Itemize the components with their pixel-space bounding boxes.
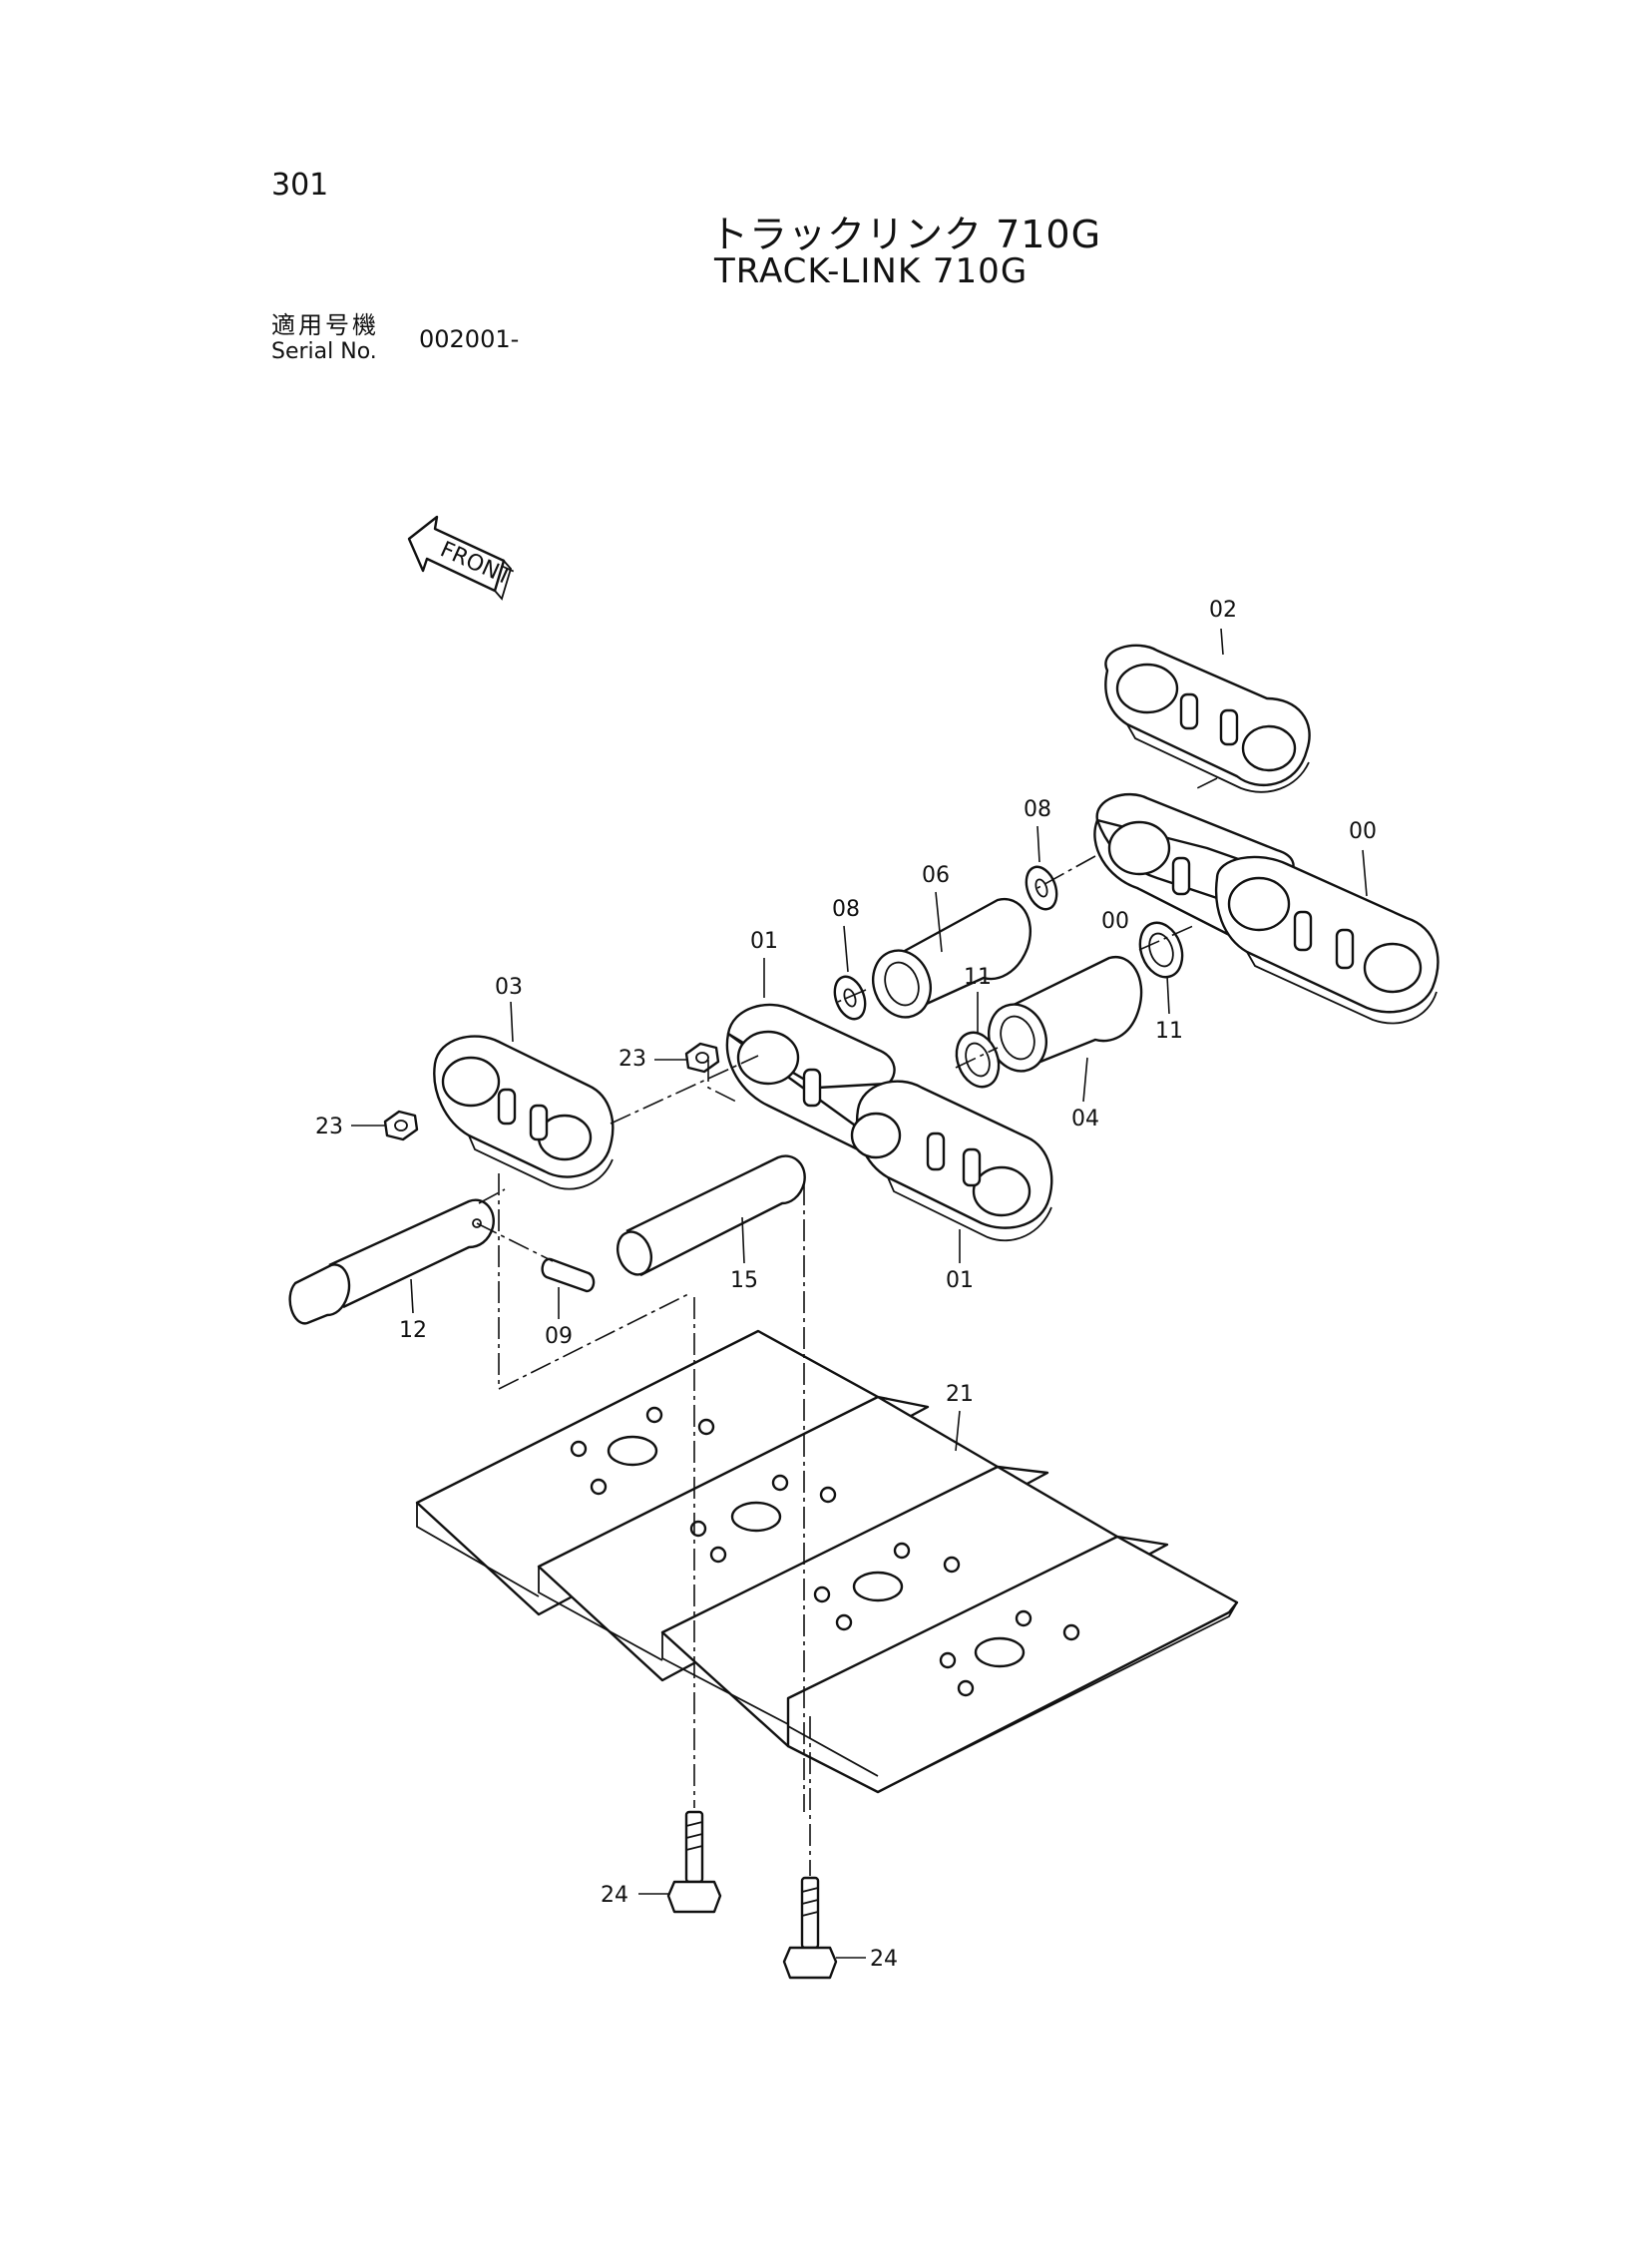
bolt-24-right (782, 1876, 838, 1980)
callout-01-top: 01 (750, 929, 778, 954)
front-arrow-icon: FRONT (407, 515, 516, 601)
track-link-03 (433, 1035, 615, 1190)
callout-02: 02 (1209, 598, 1237, 623)
track-link-02 (1104, 644, 1311, 793)
pin-15 (616, 1154, 806, 1277)
callout-23-left: 23 (315, 1115, 343, 1139)
diagram-title-english: TRACK-LINK 710G (714, 251, 1029, 291)
callout-06: 06 (922, 863, 950, 888)
callout-21: 21 (946, 1382, 974, 1407)
callout-09: 09 (545, 1324, 573, 1349)
diagram-title-japanese: トラックリンク 710G (710, 213, 1102, 256)
callout-24-right: 24 (870, 1947, 898, 1972)
callout-03: 03 (495, 975, 523, 1000)
callout-24-left: 24 (601, 1883, 628, 1908)
callout-11-right: 11 (1155, 1019, 1183, 1044)
callout-23-mid: 23 (619, 1047, 646, 1072)
serial-label-japanese: 適用号機 (271, 311, 379, 339)
callout-00-right: 00 (1349, 819, 1377, 844)
callout-12: 12 (399, 1318, 427, 1343)
callout-08-lower: 08 (832, 897, 860, 922)
bushing-06 (872, 897, 1032, 1019)
serial-label-english: Serial No. (271, 339, 377, 364)
washer-08-upper (1025, 865, 1058, 911)
seal-11-right (1138, 921, 1184, 979)
callout-04: 04 (1071, 1107, 1099, 1132)
callout-11-left: 11 (964, 965, 992, 990)
nut-23-left (383, 1110, 419, 1141)
callout-08-upper: 08 (1024, 797, 1051, 822)
bushing-04 (988, 955, 1143, 1073)
callout-00-mid: 00 (1101, 909, 1129, 934)
bolt-24-left (666, 1810, 722, 1914)
washer-08-lower (833, 975, 867, 1021)
callout-15: 15 (730, 1268, 758, 1293)
track-link-01 (725, 1003, 1053, 1242)
serial-number-value: 002001- (419, 325, 520, 353)
leader-lines (351, 628, 1368, 1959)
nut-23-mid (684, 1042, 720, 1074)
callout-01-bottom: 01 (946, 1268, 974, 1293)
assembly-center-lines (476, 777, 1218, 1876)
pin-12 (288, 1198, 495, 1325)
track-shoe-21 (415, 1329, 1239, 1794)
spring-pin-09 (541, 1257, 596, 1293)
page-number: 301 (271, 168, 329, 203)
track-link-00 (1093, 793, 1440, 1025)
